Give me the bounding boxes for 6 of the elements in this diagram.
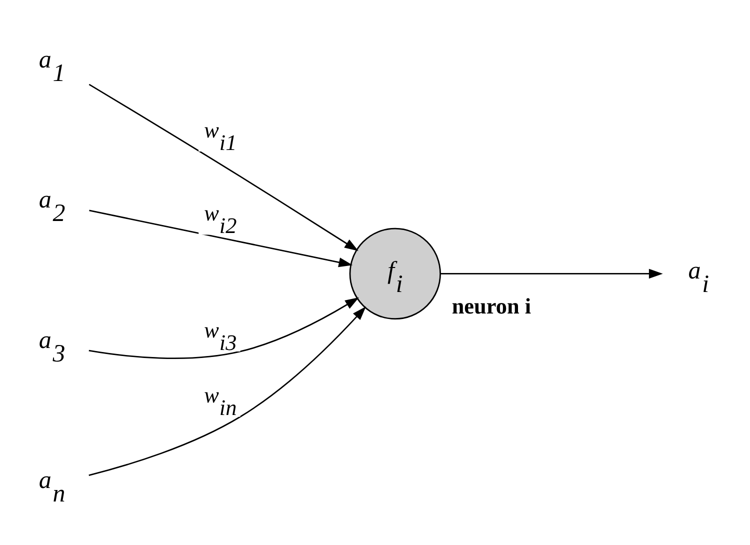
arrow	[88, 83, 358, 251]
arrow	[88, 306, 366, 476]
arrow	[88, 296, 359, 359]
arrow	[440, 268, 663, 278]
arrow	[89, 209, 353, 267]
node-label: neuron i	[452, 292, 532, 318]
